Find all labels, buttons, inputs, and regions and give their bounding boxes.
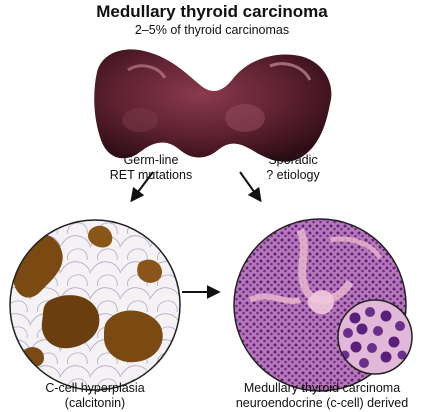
germline-path-label: Germ-line RET mutations — [109, 153, 193, 182]
thyroid-gland-specimen — [94, 49, 332, 162]
hyperplasia-caption: C-cell hyperplasia (calcitonin) — [45, 381, 145, 410]
sporadic-path-label: Sporadic ? etiology — [266, 153, 320, 182]
arrow-germline — [130, 171, 154, 203]
carcinoma-inset-highpower — [337, 299, 413, 375]
hyperplasia-micrograph — [9, 219, 181, 391]
diagram-title: Medullary thyroid carcinoma — [96, 2, 328, 21]
diagram-subtitle: 2–5% of thyroid carcinomas — [134, 23, 290, 37]
arrow-sporadic — [239, 171, 262, 203]
carcinoma-caption: Medullary thyroid carcinoma neuroendocri… — [235, 381, 409, 410]
